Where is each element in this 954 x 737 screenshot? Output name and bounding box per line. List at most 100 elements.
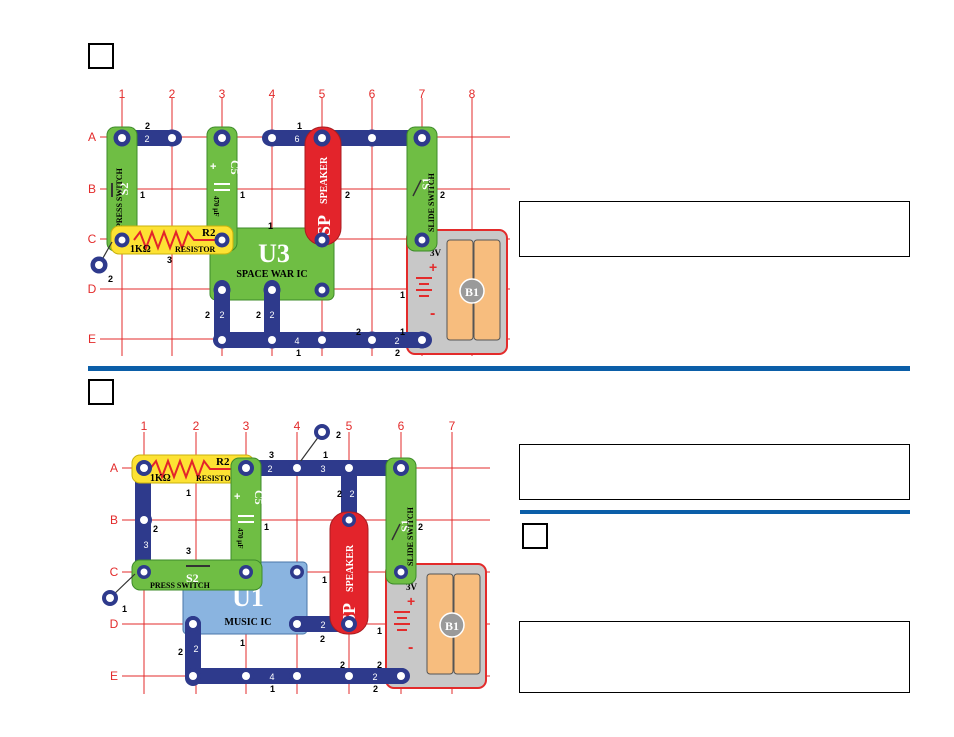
row-label: B <box>110 513 118 527</box>
col-label: 4 <box>269 87 276 101</box>
row-label: B <box>88 182 96 196</box>
s1-text: SLIDE SWITCH <box>406 506 415 566</box>
r2-text: RESISTOR <box>175 245 216 254</box>
row-label: C <box>110 565 119 579</box>
u3-label: U3 <box>258 239 290 268</box>
wire-label: 2 <box>144 134 149 144</box>
wire-label: 3 <box>143 540 148 550</box>
c5-value: 470 μF <box>212 196 220 217</box>
note-box-1 <box>519 201 910 257</box>
col-label: 5 <box>346 419 353 433</box>
svg-text:2: 2 <box>256 310 261 320</box>
s2-label: S2 <box>186 571 199 585</box>
checkbox-bottom[interactable] <box>88 379 114 405</box>
svg-text:1: 1 <box>296 348 301 358</box>
sp-text: SPEAKER <box>345 544 356 592</box>
battery-holder-b1: B1 3V + - <box>385 563 487 689</box>
capacitor-c5: + C5 470 μF <box>206 126 242 252</box>
b1-minus: - <box>430 305 435 322</box>
s1-label: S1 <box>398 519 412 532</box>
b1-plus: + <box>429 259 437 275</box>
svg-text:+: + <box>210 161 216 173</box>
col-label: 5 <box>319 87 326 101</box>
svg-text:2: 2 <box>108 274 113 284</box>
b1-label: B1 <box>465 285 479 299</box>
col-label: 2 <box>193 419 200 433</box>
svg-text:2: 2 <box>395 348 400 358</box>
col-label: 7 <box>449 419 456 433</box>
note-box-3 <box>519 621 910 693</box>
col-label: 6 <box>369 87 376 101</box>
col-label: 7 <box>419 87 426 101</box>
row-label: E <box>110 669 118 683</box>
checkbox-right[interactable] <box>522 523 548 549</box>
svg-text:2: 2 <box>418 522 423 532</box>
svg-text:2: 2 <box>145 121 150 131</box>
note-box-2 <box>519 444 910 500</box>
svg-text:1: 1 <box>140 190 145 200</box>
wire-label: 2 <box>193 644 198 654</box>
svg-text:2: 2 <box>336 430 341 440</box>
circuit-diagram-top: 1 2 3 4 5 6 7 8 A B C D E B1 3V + - U3 S… <box>88 87 510 358</box>
resistor-r2: R2 1KΩ RESISTOR <box>110 225 234 255</box>
ic-u3: U3 SPACE WAR IC <box>209 227 335 301</box>
col-label: 4 <box>294 419 301 433</box>
svg-text:1: 1 <box>323 450 328 460</box>
s2-text: PRESS SWITCH <box>115 167 124 228</box>
svg-text:2: 2 <box>320 634 325 644</box>
b1-plus: + <box>407 593 415 609</box>
c5-label: C5 <box>228 160 242 175</box>
wire-label: 2 <box>349 489 354 499</box>
wire-label: 2 <box>269 310 274 320</box>
svg-text:1: 1 <box>322 575 327 585</box>
wire-label: 6 <box>294 134 299 144</box>
checkbox-top[interactable] <box>88 43 114 69</box>
col-label: 6 <box>398 419 405 433</box>
svg-text:1: 1 <box>122 604 127 614</box>
b1-label: B1 <box>445 619 459 633</box>
slide-switch-s1: S1 SLIDE SWITCH <box>406 126 438 252</box>
svg-text:1: 1 <box>297 121 302 131</box>
wire-label: 2 <box>320 620 325 630</box>
svg-text:1: 1 <box>240 190 245 200</box>
svg-text:3: 3 <box>186 546 191 556</box>
row-label: A <box>88 130 96 144</box>
wire-label: 4 <box>294 336 299 346</box>
r2-value: 1KΩ <box>150 473 171 484</box>
s2-text: PRESS SWITCH <box>150 581 211 590</box>
row-label: C <box>88 232 97 246</box>
wire-label: 2 <box>219 310 224 320</box>
svg-text:2: 2 <box>345 190 350 200</box>
svg-text:2: 2 <box>178 647 183 657</box>
col-label: 8 <box>469 87 476 101</box>
svg-text:2: 2 <box>440 190 445 200</box>
svg-text:1: 1 <box>377 626 382 636</box>
b1-minus: - <box>408 639 413 656</box>
s1-label: S1 <box>419 177 433 190</box>
svg-text:2: 2 <box>356 327 361 337</box>
svg-text:2: 2 <box>377 660 382 670</box>
divider-main <box>88 366 910 371</box>
svg-text:1: 1 <box>268 221 273 231</box>
slide-switch-s1: S1 SLIDE SWITCH <box>385 457 417 585</box>
press-switch-s2: S2 PRESS SWITCH <box>106 126 138 252</box>
row-label: A <box>110 461 118 475</box>
svg-text:3: 3 <box>269 450 274 460</box>
svg-text:1: 1 <box>400 327 405 337</box>
svg-text:+: + <box>234 491 240 503</box>
row-label: D <box>88 282 97 296</box>
sp-label: SP <box>314 215 334 236</box>
svg-text:2: 2 <box>153 524 158 534</box>
divider-right <box>520 510 910 514</box>
s2-label: S2 <box>117 183 131 196</box>
press-switch-s2: S2 PRESS SWITCH <box>131 559 263 591</box>
svg-text:2: 2 <box>205 310 210 320</box>
level-labels-top: 2 1 1 1 2 2 1 3 2 1 2 2 2 1 1 2 <box>108 121 445 358</box>
s1-text: SLIDE SWITCH <box>427 172 436 232</box>
wire-label: 2 <box>372 672 377 682</box>
c5-value: 470 μF <box>236 528 244 549</box>
c5-label: C5 <box>252 490 266 505</box>
svg-text:1: 1 <box>186 488 191 498</box>
svg-text:1: 1 <box>240 638 245 648</box>
